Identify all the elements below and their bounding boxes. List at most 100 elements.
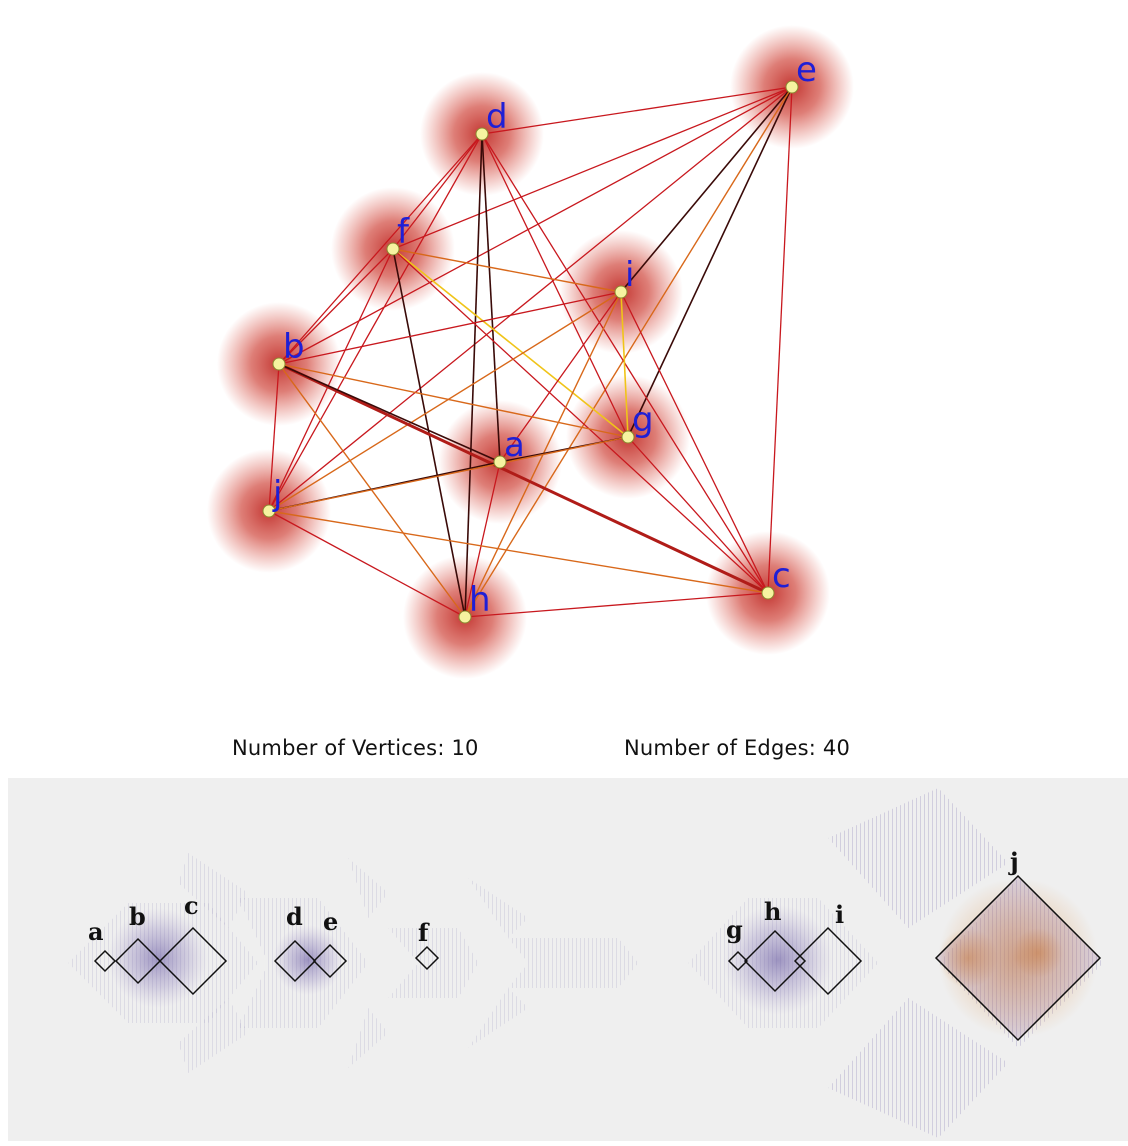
edge-b-g[interactable] [278, 363, 629, 438]
vertex-count-label: Number of Vertices: 10 [232, 736, 479, 760]
vertex-dot-g[interactable] [621, 430, 635, 444]
edge-a-h[interactable] [464, 461, 501, 618]
matrix-texture-region [178, 998, 248, 1073]
matrix-texture-region [178, 853, 248, 928]
edge-j-h[interactable] [268, 510, 466, 618]
graph-view[interactable]: a b c d e f g h i j [0, 0, 1128, 720]
edge-e-g[interactable] [627, 86, 793, 438]
vertex-label-a: a [504, 425, 525, 465]
vertex-dot-b[interactable] [272, 357, 286, 371]
vertex-label-b: b [283, 327, 305, 367]
vertex-f[interactable]: f [386, 212, 410, 256]
vertex-dot-i[interactable] [614, 285, 628, 299]
matrix-block-label-j: j [1008, 847, 1019, 876]
edge-i-a[interactable] [499, 291, 622, 463]
matrix-density-glow [723, 905, 833, 1015]
edge-b-h[interactable] [278, 363, 466, 618]
matrix-texture-region [468, 988, 528, 1048]
vertex-label-e: e [796, 50, 817, 90]
edge-f-g[interactable] [392, 248, 629, 438]
matrix-texture-region [348, 1008, 388, 1068]
matrix-texture-region [468, 878, 528, 938]
vertex-d[interactable]: d [475, 97, 508, 141]
matrix-texture-region [828, 788, 1008, 928]
edge-f-c[interactable] [392, 248, 769, 594]
edge-d-g[interactable] [481, 133, 629, 438]
matrix-block-label-d: d [286, 902, 303, 931]
vertex-c[interactable]: c [761, 556, 791, 600]
matrix-block-j [934, 874, 1102, 1042]
vertex-label-g: g [632, 400, 654, 440]
matrix-block-label-e: e [323, 907, 338, 936]
edge-e-j[interactable] [268, 86, 793, 512]
matrix-block-i [793, 926, 863, 996]
edge-i-b[interactable] [278, 291, 622, 365]
matrix-block-f [414, 945, 440, 971]
vertex-a[interactable]: a [493, 425, 525, 469]
vertex-label-c: c [772, 556, 791, 596]
edge-d-h[interactable] [464, 133, 483, 618]
edge-b-a[interactable] [278, 363, 501, 463]
vertex-dot-f[interactable] [386, 242, 400, 256]
edge-d-b[interactable] [278, 133, 483, 365]
matrix-texture-region [348, 858, 388, 918]
edge-g-c[interactable] [627, 436, 769, 594]
edge-d-j[interactable] [268, 133, 483, 512]
vertex-j[interactable]: j [262, 474, 282, 518]
matrix-texture-region [828, 998, 1008, 1138]
vertex-label-d: d [486, 97, 508, 137]
matrix-block-label-g: g [726, 915, 743, 944]
matrix-block-label-f: f [418, 918, 430, 947]
vertex-b[interactable]: b [272, 327, 305, 371]
vertex-h[interactable]: h [458, 580, 491, 624]
vertex-e[interactable]: e [785, 50, 817, 94]
edge-e-i[interactable] [620, 86, 793, 293]
edge-d-e[interactable] [481, 86, 793, 135]
vertex-dot-j[interactable] [262, 504, 276, 518]
graph-canvas[interactable]: a b c d e f g h i j [0, 0, 1128, 720]
vertex-dot-e[interactable] [785, 80, 799, 94]
matrix-block-label-c: c [184, 891, 199, 920]
matrix-block-label-a: a [88, 917, 104, 946]
matrix-texture-region [508, 938, 638, 988]
edge-f-j[interactable] [268, 248, 394, 512]
vertex-dot-d[interactable] [475, 127, 489, 141]
edge-i-j[interactable] [268, 291, 622, 512]
graph-stats: Number of Vertices: 10 Number of Edges: … [0, 730, 1128, 770]
vertex-label-i: i [625, 255, 634, 295]
matrix-block-c [158, 926, 228, 996]
edge-b-j[interactable] [268, 363, 280, 512]
edge-e-b[interactable] [278, 86, 793, 365]
vertex-dot-a[interactable] [493, 455, 507, 469]
matrix-density-glow [1013, 928, 1063, 978]
matrix-block-label-i: i [835, 900, 844, 929]
edge-f-b[interactable] [278, 248, 394, 365]
matrix-block-label-h: h [764, 897, 781, 926]
edge-b-c[interactable] [278, 362, 769, 595]
vertex-label-j: j [272, 474, 282, 514]
edge-d-f[interactable] [392, 133, 483, 250]
edge-i-c[interactable] [620, 291, 769, 594]
vertex-g[interactable]: g [621, 400, 654, 444]
edge-h-c[interactable] [464, 592, 769, 618]
matrix-block-e [312, 943, 348, 979]
vertex-label-f: f [397, 212, 410, 252]
edge-j-c[interactable] [268, 510, 769, 594]
matrix-block-label-b: b [129, 902, 146, 931]
vertex-i[interactable]: i [614, 255, 634, 299]
edge-count-label: Number of Edges: 40 [624, 736, 851, 760]
vertex-label-h: h [469, 580, 491, 620]
edge-e-h[interactable] [464, 86, 793, 618]
matrix-density-glow [938, 928, 998, 988]
edge-d-a[interactable] [481, 133, 501, 463]
edge-e-c[interactable] [767, 86, 793, 594]
matrix-block-h [743, 929, 807, 993]
edge-j-g[interactable] [268, 436, 629, 512]
edge-f-i[interactable] [392, 248, 622, 293]
edge-i-g[interactable] [620, 291, 629, 438]
vertex-dot-c[interactable] [761, 586, 775, 600]
edge-e-f[interactable] [392, 86, 793, 250]
vertex-dot-h[interactable] [458, 610, 472, 624]
